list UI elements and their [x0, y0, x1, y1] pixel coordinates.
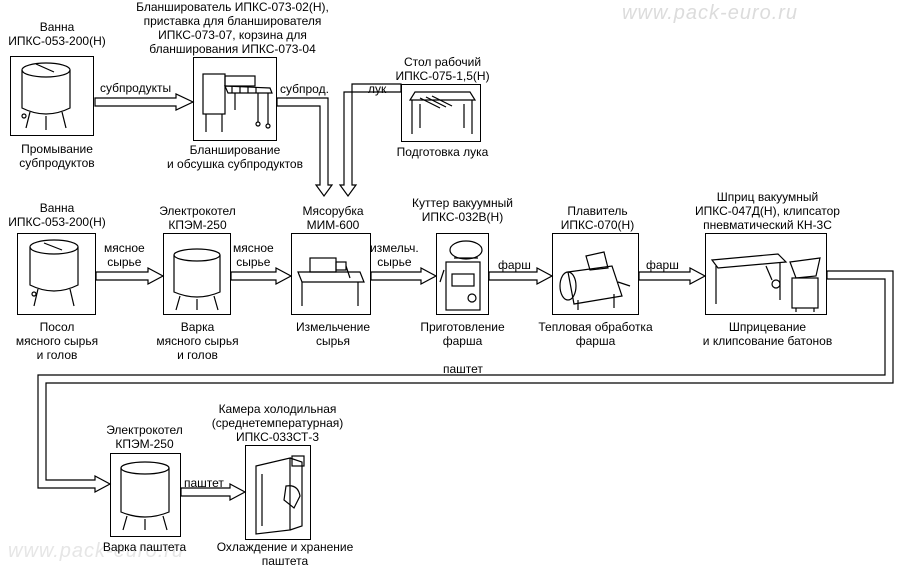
stage-8-caption: Тепловая обработка фарша: [538, 320, 653, 348]
flow-label-raw-meat: мясное сырье: [104, 241, 145, 269]
stage-5-caption: Варка мясного сырья и голов: [156, 320, 239, 362]
stage-11-title: Камера холодильная (среднетемпературная)…: [211, 402, 344, 444]
flow-label-offal: субпродукты: [100, 81, 172, 95]
stage-7-caption: Приготовление фарша: [420, 320, 505, 348]
stage-4-title: Ванна ИПКС-053-200(Н): [8, 201, 106, 229]
flow-label-pate-2: паштет: [184, 476, 224, 490]
stage-10-caption: Варка паштета: [102, 540, 187, 554]
stuffer-clipper-icon: [710, 253, 821, 312]
mincer-icon: [297, 257, 365, 306]
stage-10-title: Электрокотел КПЭМ-250: [106, 423, 183, 451]
stage-6-title: Мясорубка МИМ-600: [302, 204, 364, 232]
flow-arrows: [37, 83, 894, 501]
stage-7-title: Куттер вакуумный ИПКС-032В(Н): [412, 196, 513, 224]
work-table-icon: [408, 91, 477, 134]
flow-label-raw-meat-2: мясное сырье: [233, 241, 274, 269]
cooker-icon: [120, 461, 170, 531]
flow-label-onion: лук: [368, 82, 387, 96]
cutter-icon: [439, 240, 483, 311]
stage-9-caption: Шприцевание и клипсование батонов: [702, 320, 833, 348]
stage-9-title: Шприц вакуумный ИПКС-047Д(Н), клипсатор …: [695, 190, 840, 232]
flow-label-offal-short: субпрод.: [280, 82, 329, 96]
stage-8-equipment-box: [552, 233, 639, 315]
cooker-icon: [173, 248, 221, 311]
stage-11-caption: Охлаждение и хранение паштета: [216, 540, 354, 567]
stage-2-caption: Бланширование и обсушка субпродуктов: [167, 143, 303, 171]
stage-4-caption: Посол мясного сырья и голов: [15, 320, 99, 362]
stage-1-caption: Промывание субпродуктов: [19, 142, 95, 170]
watermark-bottom: www.pack-euro.ru: [8, 540, 185, 562]
stage-2-title: Бланширователь ИПКС-073-02(Н), приставка…: [136, 0, 329, 56]
watermark-top: www.pack-euro.ru: [622, 2, 799, 24]
stage-1-equipment-box: [10, 56, 94, 136]
stage-3-caption: Подготовка лука: [396, 145, 489, 159]
stage-6-caption: Измельчение сырья: [295, 320, 371, 348]
stage-8-title: Плавитель ИПКС-070(Н): [560, 204, 635, 232]
stage-3-title: Стол рабочий ИПКС-075-1,5(Н): [395, 55, 490, 83]
stage-9-equipment-box: [705, 233, 827, 315]
stage-6-equipment-box: [291, 233, 371, 315]
flow-label-pate: паштет: [443, 362, 483, 376]
stage-5-title: Электрокотел КПЭМ-250: [159, 204, 236, 232]
tank-icon: [29, 239, 79, 307]
blancher-icon: [202, 73, 273, 132]
melter-icon: [559, 251, 631, 310]
flow-label-minced-raw: измельч. сырье: [370, 241, 419, 269]
stage-1-title: Ванна ИПКС-053-200(Н): [8, 20, 106, 48]
tank-icon: [21, 62, 71, 130]
refrigerator-chamber-icon: [255, 455, 305, 535]
flow-label-forcemeat-2: фарш: [646, 258, 679, 272]
flow-label-forcemeat: фарш: [498, 258, 531, 272]
